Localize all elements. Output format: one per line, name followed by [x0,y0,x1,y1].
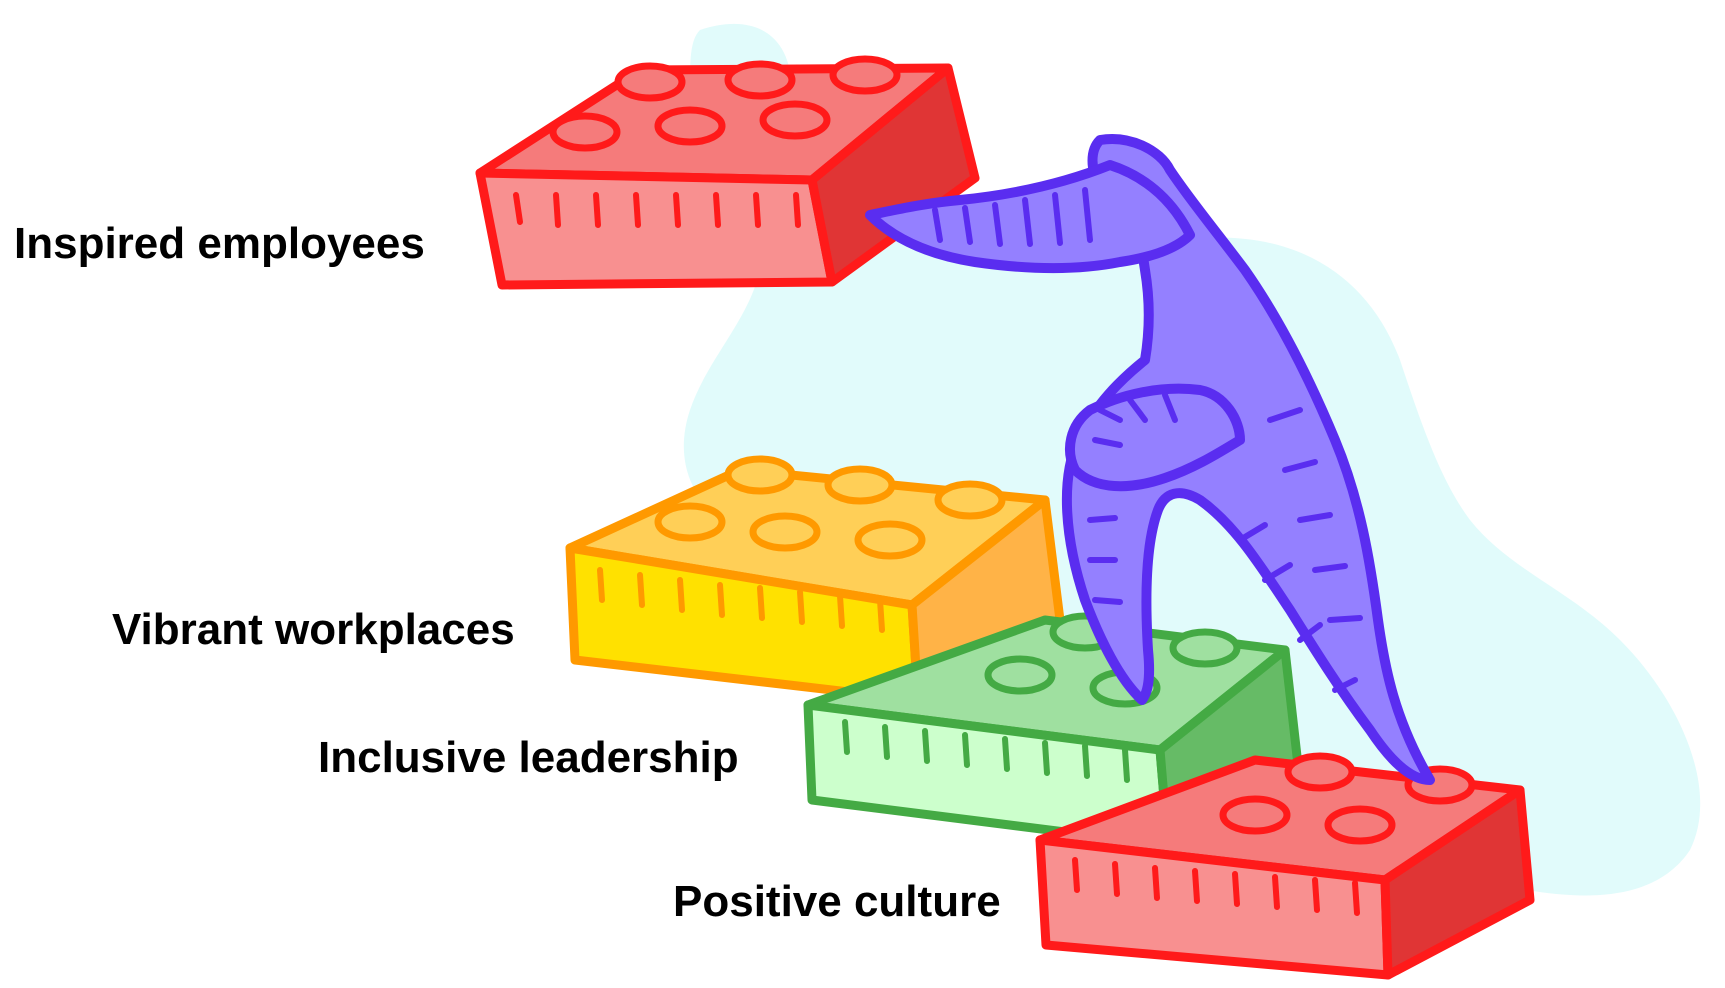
label-inspired-employees: Inspired employees [14,219,425,268]
label-vibrant-workplaces: Vibrant workplaces [112,605,515,654]
red-brick-top [475,55,980,290]
stacking-figure [865,134,1435,785]
label-positive-culture: Positive culture [673,877,1001,926]
green-brick [803,612,1303,850]
figure-arm-upper [865,160,1195,273]
red-brick-bottom [1035,752,1535,980]
label-inclusive-leadership: Inclusive leadership [318,733,739,782]
